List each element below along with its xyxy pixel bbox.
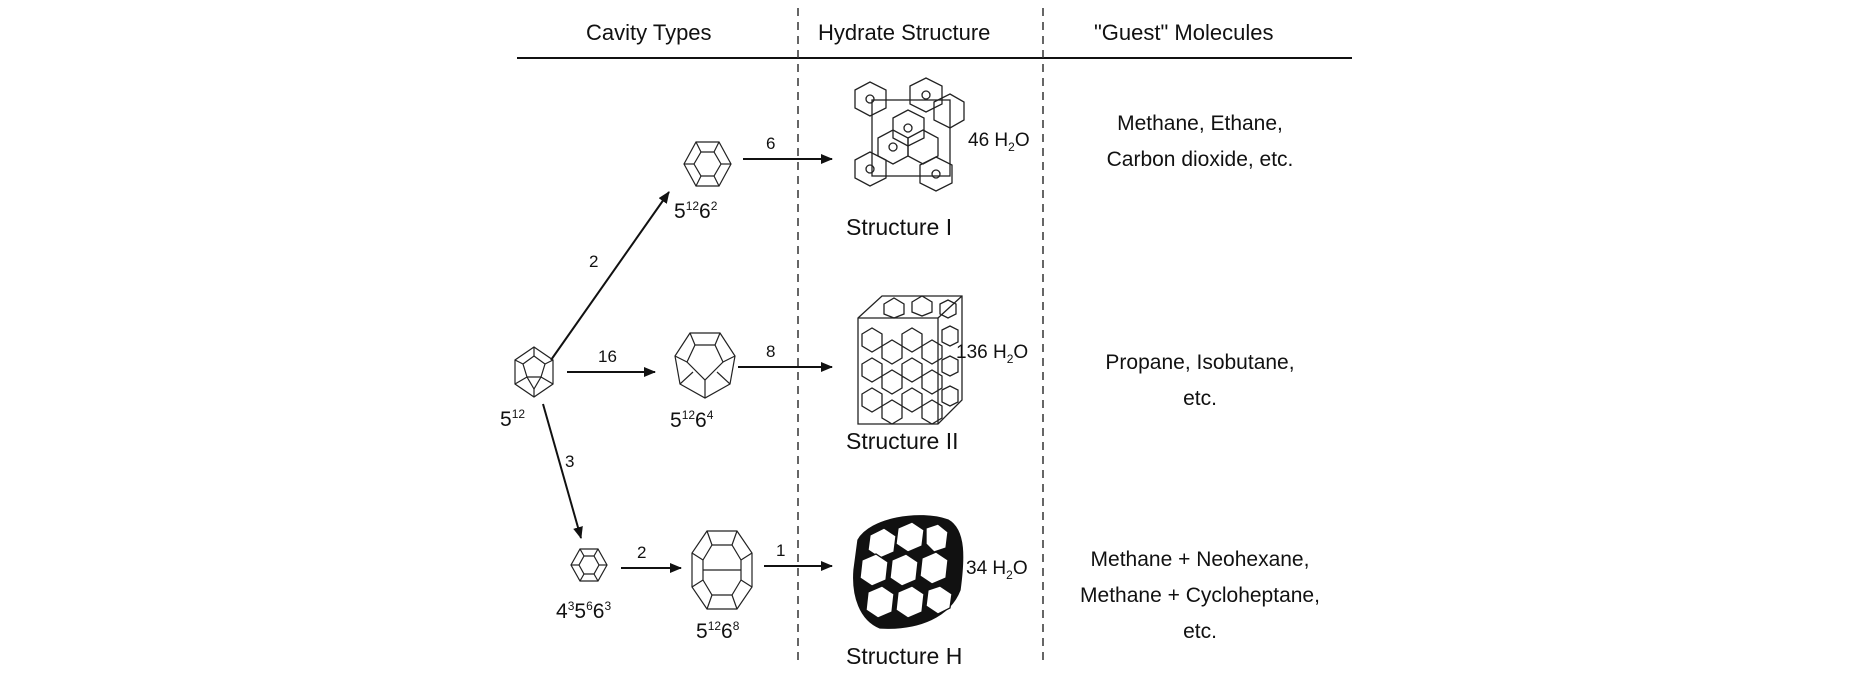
count-to-structure-ii: 8 (766, 342, 776, 361)
guest-line: Methane + Cycloheptane, (1080, 584, 1320, 607)
header-guest-molecules: "Guest" Molecules (1094, 20, 1274, 45)
cavity-51268-icon (691, 530, 753, 610)
structure-i-name: Structure I (846, 214, 953, 240)
guest-structure-h: Methane + Neohexane, Methane + Cyclohept… (1060, 542, 1340, 650)
structure-h-name: Structure H (846, 643, 963, 669)
guest-line: Propane, Isobutane, (1105, 351, 1295, 374)
guest-line: Methane + Neohexane, (1090, 548, 1310, 571)
cavity-51268-label: 51268 (696, 619, 740, 643)
guest-structure-i: Methane, Ethane, Carbon dioxide, etc. (1080, 106, 1320, 178)
cavity-51262-icon (683, 141, 732, 187)
structure-h-water-count: 34 H2O (966, 558, 1028, 582)
count-to-structure-h: 1 (776, 541, 786, 560)
structure-ii-name: Structure II (846, 428, 959, 454)
cavity-51264-label: 51264 (670, 408, 714, 432)
arrow-512-to-51262 (550, 191, 670, 361)
cavity-435663-icon (570, 548, 608, 582)
cavity-435663-label: 435663 (556, 599, 612, 623)
guest-structure-ii: Propane, Isobutane, etc. (1080, 345, 1320, 417)
structure-h-cluster-icon (853, 515, 964, 629)
guest-line: etc. (1183, 620, 1217, 643)
count-to-435663: 3 (565, 452, 575, 471)
cavity-51262-label: 51262 (674, 199, 718, 223)
count-to-51262: 2 (589, 252, 599, 271)
header-cavity-types: Cavity Types (586, 20, 712, 45)
count-to-51268: 2 (637, 543, 647, 562)
structure-i-water-count: 46 H2O (968, 130, 1030, 154)
cavity-512-label: 512 (500, 407, 526, 431)
structure-i-lattice-icon (854, 77, 965, 192)
cavity-512-icon (514, 346, 554, 398)
header-hydrate-structure: Hydrate Structure (818, 20, 991, 45)
guest-line: Methane, Ethane, (1117, 112, 1283, 135)
guest-line: Carbon dioxide, etc. (1106, 148, 1294, 171)
arrow-512-to-435663 (542, 403, 583, 539)
structure-ii-lattice-icon (857, 295, 963, 425)
count-to-51264: 16 (598, 347, 617, 366)
cavity-51264-icon (674, 332, 736, 399)
guest-line: etc. (1183, 387, 1217, 410)
count-to-structure-i: 6 (766, 134, 776, 153)
structure-ii-water-count: 136 H2O (956, 342, 1029, 366)
